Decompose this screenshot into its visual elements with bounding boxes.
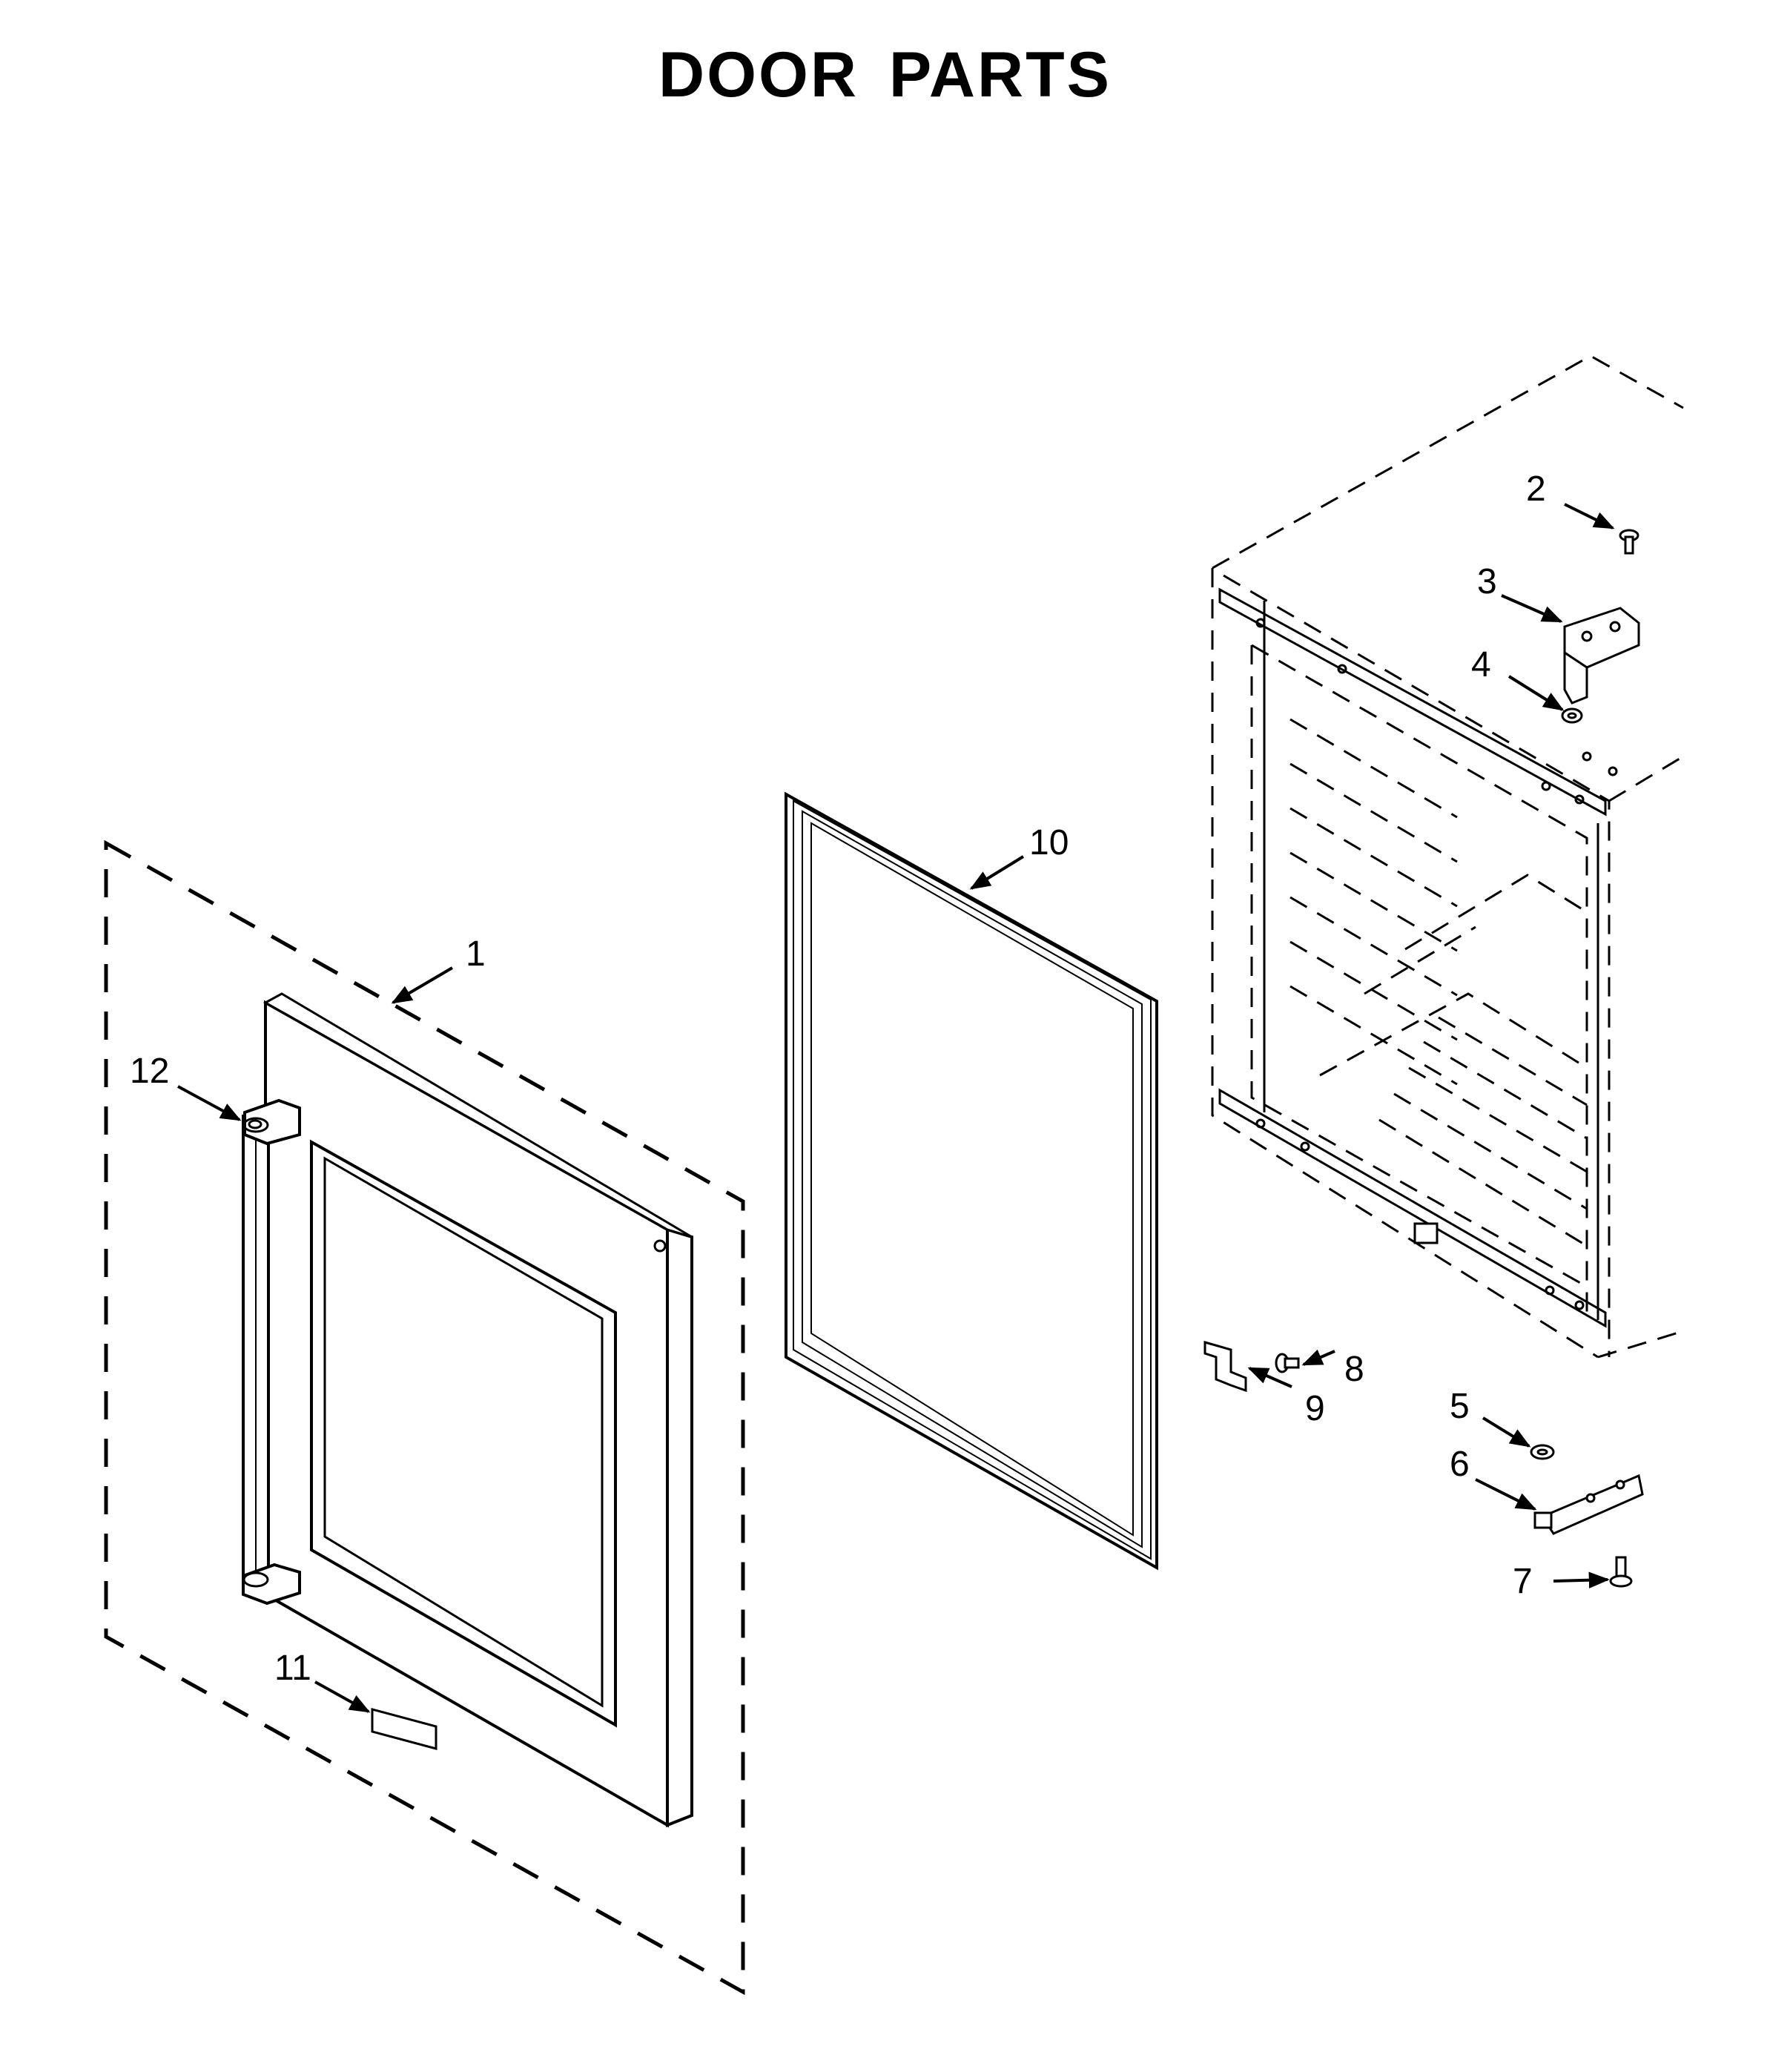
door-gasket [785,791,1158,1571]
door-label-plate [371,1708,437,1750]
leader-4 [1508,675,1565,711]
cabinet-reference [1211,354,1684,1359]
door-stop-pin [1275,1353,1300,1373]
door-top-edge [262,992,693,1238]
callout-3: 3 [1477,562,1497,601]
handle-screw-cap [248,1119,262,1129]
door-right-edge [666,1227,693,1827]
door-dashed-outline [104,839,745,1996]
door-screw-hole [653,1239,667,1253]
callout-12: 12 [130,1052,169,1091]
callout-1: 1 [466,934,486,974]
callout-7: 7 [1513,1562,1533,1601]
leader-9 [1247,1367,1292,1388]
leader-2 [1564,503,1615,529]
callout-6: 6 [1450,1445,1470,1484]
leader-6 [1475,1478,1537,1511]
top-hinge [1563,607,1640,705]
callout-4: 4 [1471,645,1491,684]
top-washer [1561,707,1583,724]
leader-12 [177,1085,242,1121]
cabinet-trim [1218,587,1618,1328]
hardware-parts [1203,529,1644,1588]
door-handle [242,1098,301,1606]
callout-9: 9 [1305,1389,1325,1428]
door-stop-bracket [1203,1341,1247,1393]
leader-7 [1553,1571,1610,1588]
leader-1 [391,966,454,1004]
page-title: DOOR PARTS [658,39,1112,110]
leader-10 [969,855,1025,890]
leader-11 [314,1680,371,1713]
hinge-bolt-bottom [1609,1556,1633,1588]
door-glass-frame-outer [310,1139,617,1728]
leader-arrows [177,503,1615,1713]
hinge-screw-top [1619,529,1639,555]
callout-2: 2 [1526,469,1546,509]
callout-10: 10 [1029,823,1069,862]
callout-5: 5 [1450,1387,1470,1426]
leader-3 [1501,594,1563,623]
bottom-washer [1530,1444,1555,1460]
leader-8 [1301,1349,1335,1366]
callout-11: 11 [274,1649,311,1688]
callout-8: 8 [1344,1350,1364,1389]
door-glass-frame-inner [323,1156,604,1708]
leader-5 [1482,1416,1531,1448]
door-assembly [104,839,745,1996]
bottom-hinge [1533,1474,1644,1535]
